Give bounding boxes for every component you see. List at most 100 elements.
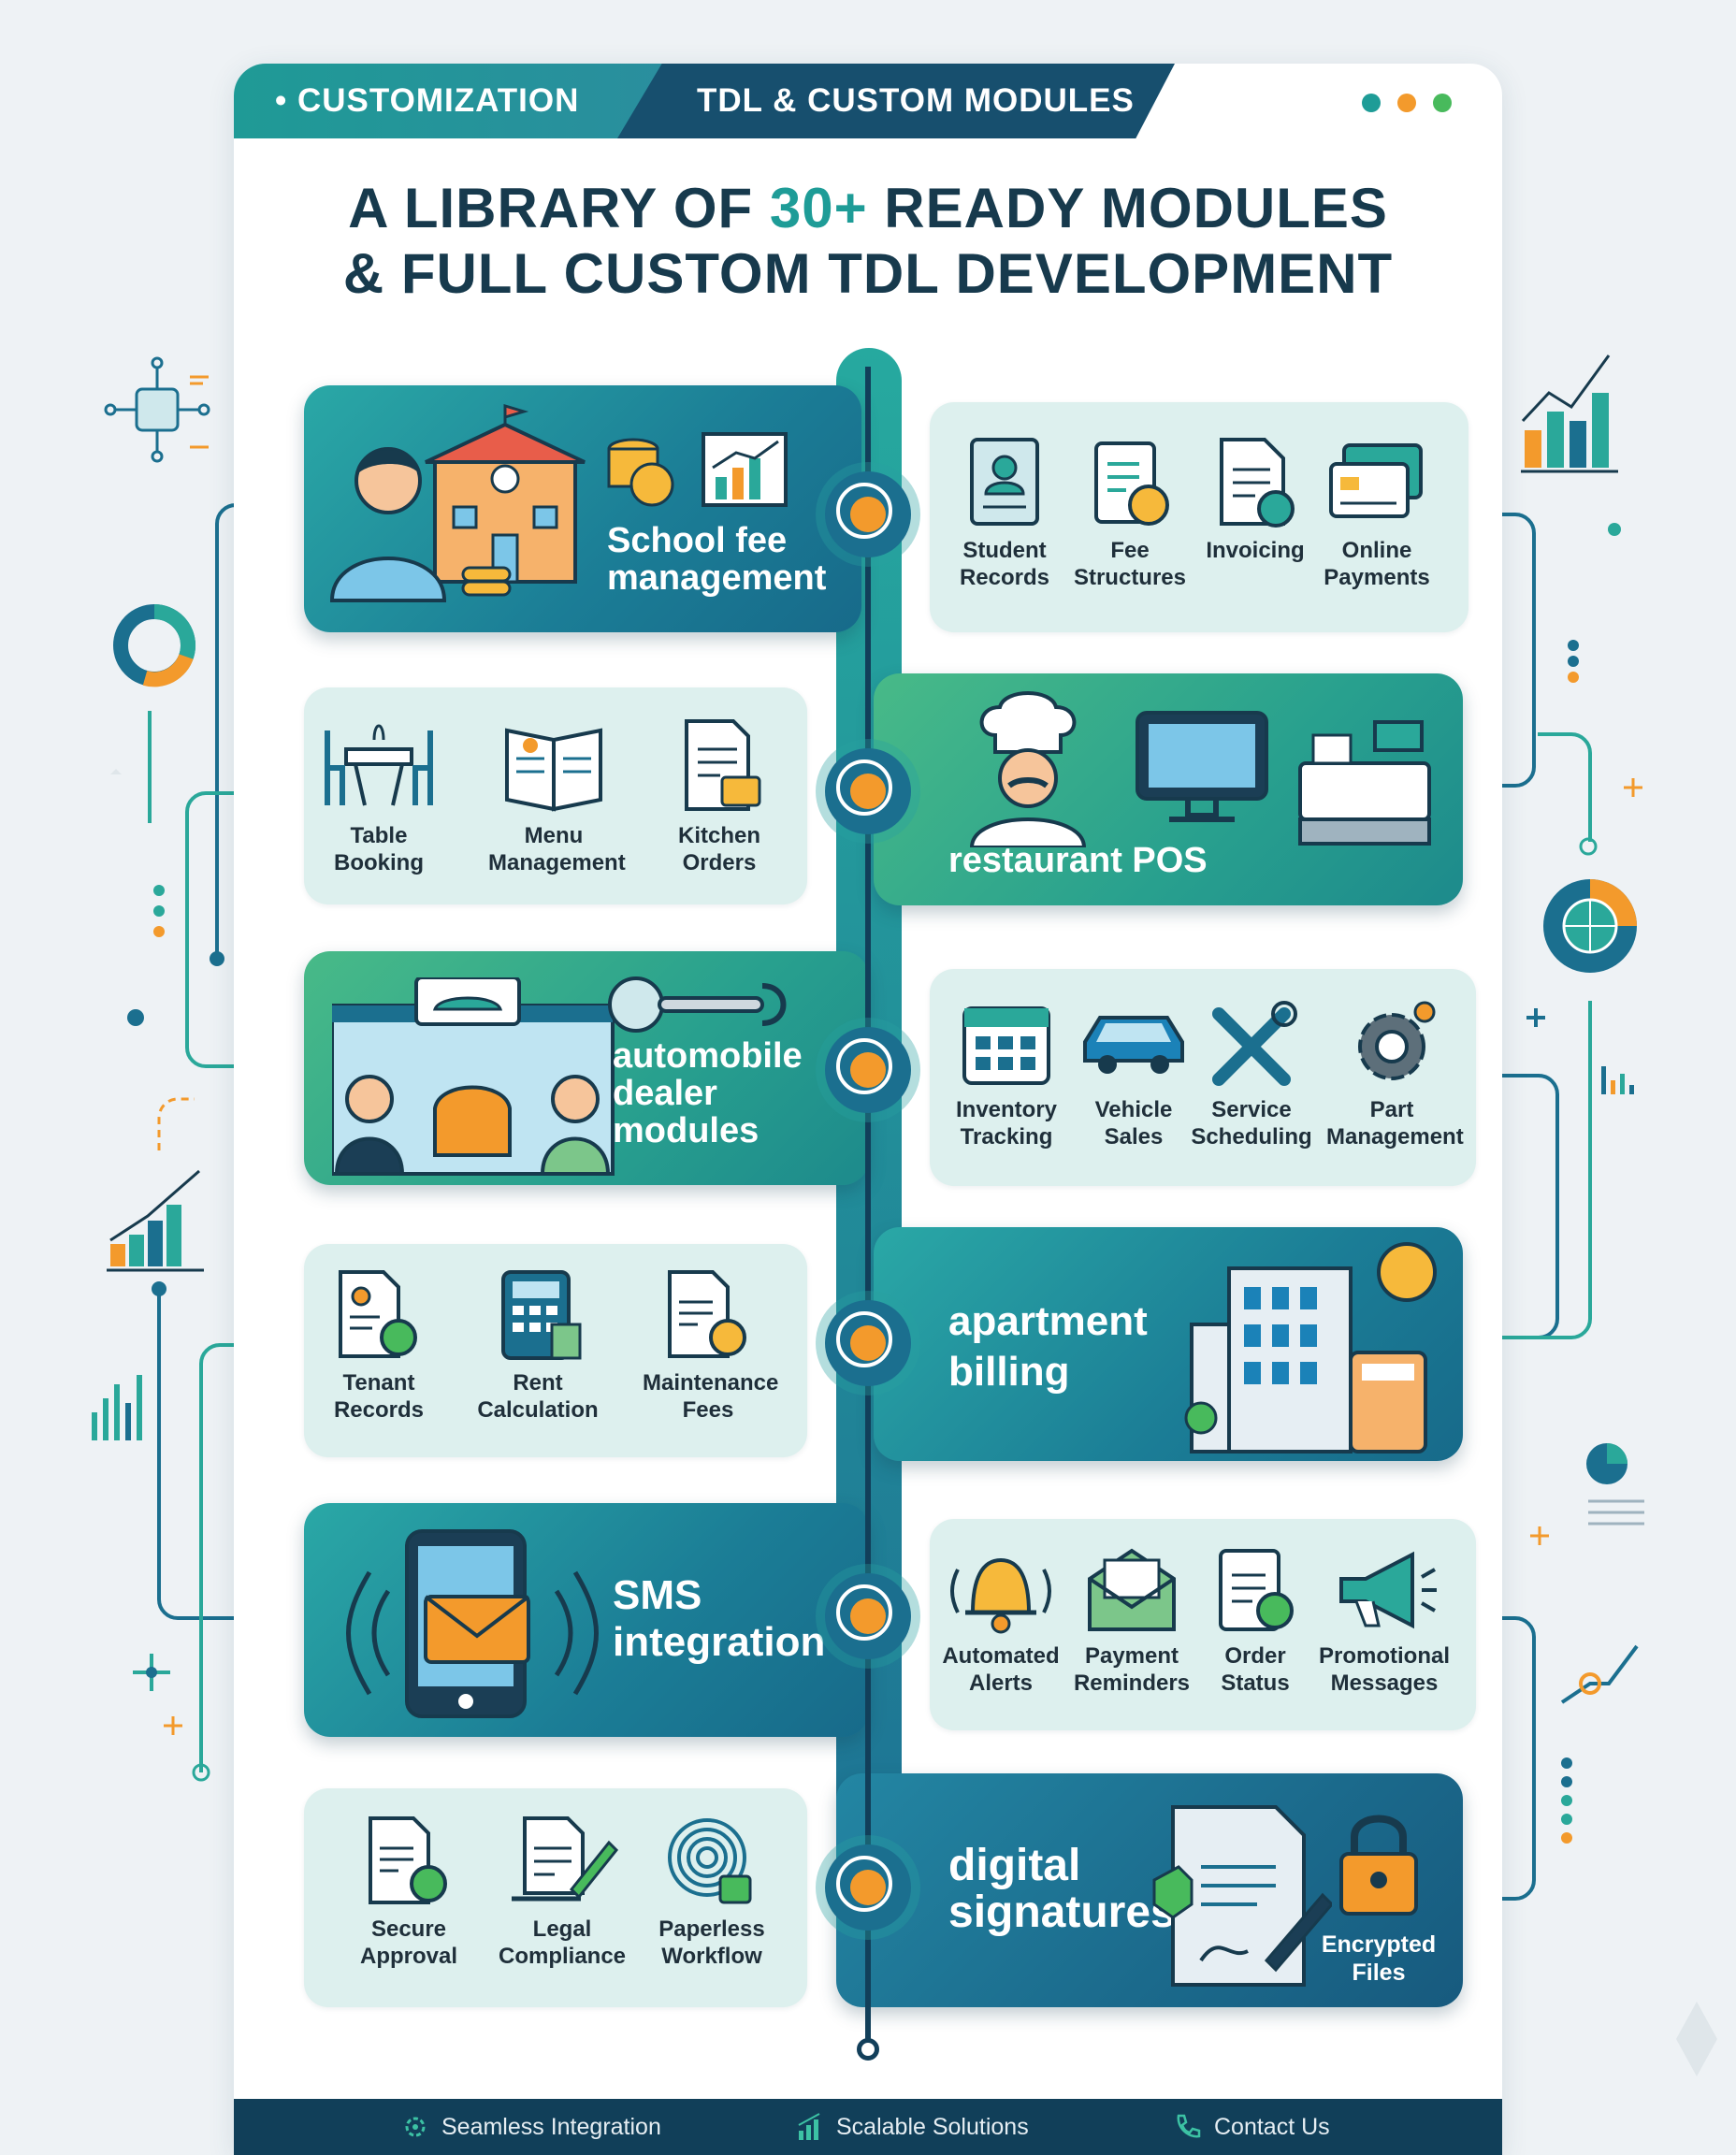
features-panel-automobile: Inventory Tracking Vehicle Sales Service… (930, 969, 1476, 1186)
calculator-icon (501, 1270, 582, 1360)
feature-label: Part Management (1326, 1097, 1464, 1150)
footer-label: Contact Us (1214, 2113, 1330, 2140)
feature-label: Payment Reminders (1073, 1643, 1191, 1696)
module-card-school-fee[interactable]: School fee management (304, 385, 861, 632)
module-label: School fee management (607, 521, 827, 598)
tab-customization[interactable]: • CUSTOMIZATION (234, 64, 673, 138)
module-card-automobile[interactable]: automobile dealer modules (304, 951, 869, 1185)
feature-inventory-tracking[interactable]: Inventory Tracking (941, 995, 1072, 1150)
document-check-icon (369, 1816, 447, 1904)
coins-chart-icon (607, 432, 788, 507)
timeline-node-5 (825, 1573, 911, 1659)
tab-tdl-custom-modules[interactable]: TDL & CUSTOM MODULES (617, 64, 1175, 138)
timeline-node-3 (825, 1027, 911, 1113)
features-panel-school-fee: Student Records Fee Structures Invoicing… (930, 402, 1468, 632)
feature-label: Table Booking (334, 823, 424, 875)
legal-pen-icon (512, 1816, 618, 1902)
apartment-building-icon (1184, 1242, 1437, 1454)
feature-rent-calculation[interactable]: Rent Calculation (472, 1268, 603, 1424)
bell-icon (950, 1557, 1051, 1634)
feature-label: Invoicing (1206, 538, 1305, 563)
footer-link-scalable[interactable]: Scalable Solutions (795, 2112, 1029, 2142)
feature-paperless-workflow[interactable]: Paperless Workflow (646, 1815, 777, 1970)
module-label: restaurant POS (948, 841, 1208, 880)
student-record-icon (970, 438, 1039, 526)
feature-fee-structures[interactable]: Fee Structures (1064, 436, 1195, 591)
window-dot-orange (1397, 94, 1416, 112)
page-title: A LIBRARY OF 30+ READY MODULES & FULL CU… (342, 177, 1394, 305)
module-card-apartment-billing[interactable]: apartment billing (874, 1227, 1463, 1461)
signed-document-icon (1152, 1805, 1332, 1987)
feature-automated-alerts[interactable]: Automated Alerts (935, 1541, 1066, 1697)
envelope-icon (1088, 1548, 1176, 1631)
growth-chart-icon (798, 2113, 820, 2140)
module-card-digital-signatures[interactable]: digital signatures Encrypted Files (836, 1773, 1463, 2007)
car-dealership-illustration (332, 977, 615, 1176)
feature-label: Menu Management (488, 823, 626, 875)
pos-monitor-icon (1136, 711, 1268, 822)
feature-order-status[interactable]: Order Status (1190, 1541, 1321, 1697)
feature-label: Automated Alerts (942, 1643, 1060, 1696)
clipboard-check-icon (1219, 1549, 1294, 1631)
feature-table-booking[interactable]: Table Booking (313, 712, 444, 876)
feature-label: Fee Structures (1073, 538, 1187, 590)
footer-label: Scalable Solutions (836, 2113, 1029, 2140)
feature-label: Online Payments (1324, 538, 1430, 590)
feature-payment-reminders[interactable]: Payment Reminders (1066, 1541, 1197, 1697)
window-dot-teal (1362, 94, 1381, 112)
timeline-line (865, 367, 871, 2041)
feature-part-management[interactable]: Part Management (1326, 995, 1464, 1150)
features-panel-restaurant: Table Booking Menu Management Kitchen Or… (304, 687, 807, 904)
feature-label: Legal Compliance (498, 1916, 627, 1969)
module-card-sms-integration[interactable]: SMS integration (304, 1503, 869, 1737)
calendar-icon (962, 1006, 1050, 1085)
feature-legal-compliance[interactable]: Legal Compliance (497, 1815, 628, 1970)
feature-online-payments[interactable]: Online Payments (1311, 436, 1442, 591)
feature-secure-approval[interactable]: Secure Approval (343, 1815, 474, 1970)
window-dot-green (1433, 94, 1452, 112)
feature-invoicing[interactable]: Invoicing (1190, 436, 1321, 564)
clipboard-dollar-icon (1094, 441, 1169, 526)
feature-label: Promotional Messages (1319, 1643, 1451, 1696)
module-label: apartment billing (948, 1298, 1148, 1395)
megaphone-icon (1339, 1551, 1437, 1629)
feature-label: Tenant Records (333, 1370, 425, 1423)
cash-register-icon (1298, 720, 1431, 846)
features-panel-digital-signatures: Secure Approval Legal Compliance Paperle… (304, 1788, 807, 2007)
chef-icon (969, 691, 1087, 847)
feature-vehicle-sales[interactable]: Vehicle Sales (1068, 995, 1199, 1150)
tools-icon (1212, 1001, 1297, 1086)
menu-book-icon (505, 728, 602, 812)
feature-service-scheduling[interactable]: Service Scheduling (1186, 995, 1317, 1150)
school-illustration (329, 404, 586, 602)
timeline-end-node (857, 2038, 879, 2061)
encrypted-files-label: Encrypted Files (1321, 1931, 1437, 1986)
feature-label: Maintenance Fees (643, 1370, 779, 1423)
module-card-restaurant-pos[interactable]: restaurant POS (874, 673, 1463, 905)
module-label: digital signatures (948, 1841, 1176, 1937)
tenant-record-icon (339, 1270, 417, 1358)
feature-label: Paperless Workflow (658, 1916, 765, 1969)
feature-student-records[interactable]: Student Records (939, 436, 1070, 591)
feature-label: Order Status (1221, 1643, 1290, 1696)
car-wrench-icon (608, 976, 787, 1033)
timeline-node-4 (825, 1300, 911, 1386)
padlock-icon (1339, 1815, 1418, 1916)
bill-dollar-icon (668, 1270, 746, 1358)
feature-menu-management[interactable]: Menu Management (488, 712, 626, 876)
features-panel-apartment: Tenant Records Rent Calculation Maintena… (304, 1244, 807, 1457)
footer-link-contact[interactable]: Contact Us (1173, 2112, 1330, 2142)
feature-maintenance-fees[interactable]: Maintenance Fees (643, 1268, 779, 1424)
feature-label: Student Records (959, 538, 1050, 590)
dining-table-icon (325, 724, 433, 806)
timeline-node-1 (825, 471, 911, 557)
footer-link-integration[interactable]: Seamless Integration (400, 2112, 661, 2142)
feature-kitchen-orders[interactable]: Kitchen Orders (654, 712, 785, 876)
gear-network-icon (405, 2117, 426, 2137)
gear-icon (1358, 1001, 1436, 1080)
feature-tenant-records[interactable]: Tenant Records (313, 1268, 444, 1424)
car-icon (1083, 1016, 1184, 1074)
feature-promotional-messages[interactable]: Promotional Messages (1319, 1541, 1450, 1697)
feature-label: Inventory Tracking (955, 1097, 1058, 1150)
module-label: automobile dealer modules (613, 1036, 803, 1150)
